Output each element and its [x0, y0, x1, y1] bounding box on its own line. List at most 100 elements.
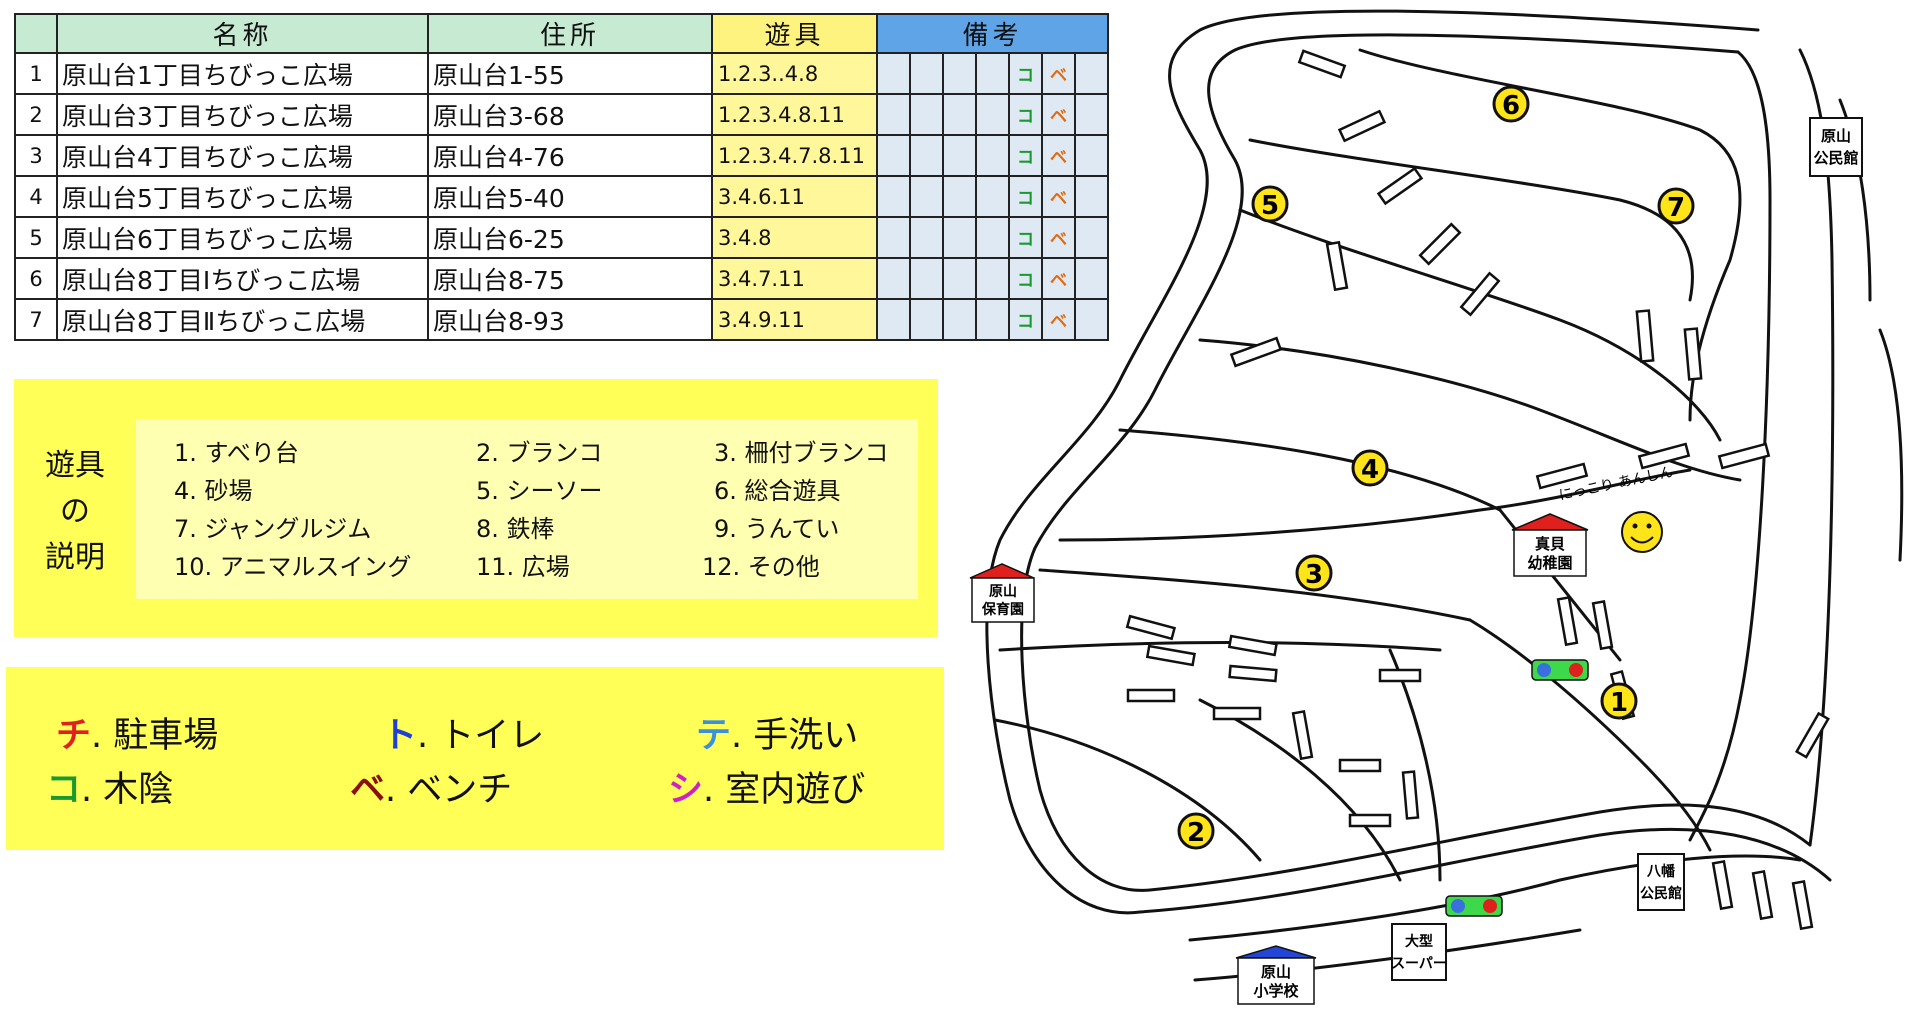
table-header-row: 名称 住所 遊具 備考 — [14, 13, 1109, 54]
park-equipment: 1.2.3.4.7.8.11 — [711, 134, 878, 177]
park-address: 原山台6-25 — [427, 216, 713, 259]
house-block — [1325, 240, 1349, 292]
note-cell: コ — [1008, 93, 1043, 136]
facility-item-handwash: テ. 手洗い — [696, 707, 858, 758]
note-cell — [975, 257, 1010, 300]
svg-text:八幡: 八幡 — [1646, 863, 1676, 880]
road-outer-left-inner — [1020, 33, 1812, 892]
note-cell: コ — [1008, 134, 1043, 177]
note-cell — [1074, 216, 1109, 259]
svg-text:原山: 原山 — [989, 584, 1017, 600]
house-block — [1338, 758, 1382, 773]
legend-title-line: 遊具 — [45, 448, 105, 483]
house-block — [1637, 442, 1691, 470]
note-cell: ベ — [1041, 134, 1076, 177]
road-lower-2 — [1388, 648, 1442, 882]
park-name: 原山台8丁目Ⅱちびっこ広場 — [56, 298, 429, 341]
header-name: 名称 — [56, 13, 429, 54]
note-cell — [942, 93, 977, 136]
note-cell: コ — [1008, 298, 1043, 341]
note-cell: ベ — [1041, 93, 1076, 136]
row-number: 4 — [14, 175, 58, 218]
equipment-item: 12. その他 — [702, 553, 820, 581]
note-cell: コ — [1008, 216, 1043, 259]
svg-text:6: 6 — [1502, 91, 1520, 121]
note-cell — [1074, 175, 1109, 218]
park-equipment: 3.4.9.11 — [711, 298, 878, 341]
equipment-item: 4. 砂場 — [174, 477, 253, 505]
house-block — [1376, 166, 1424, 206]
equipment-item: 10. アニマルスイング — [174, 553, 412, 581]
row-number: 6 — [14, 257, 58, 300]
road-lines — [985, 9, 1904, 982]
park-marker-3: 3 — [1295, 554, 1333, 592]
park-name: 原山台8丁目Ⅰちびっこ広場 — [56, 257, 429, 300]
note-cell — [975, 52, 1010, 95]
park-name: 原山台6丁目ちびっこ広場 — [56, 216, 429, 259]
facility-mark: ト — [382, 716, 418, 756]
park-address: 原山台3-68 — [427, 93, 713, 136]
house-block — [1794, 711, 1830, 759]
note-cell — [876, 216, 911, 259]
road-outer-left — [985, 9, 1832, 915]
facility-item-indoor-play: シ. 室内遊び — [668, 761, 865, 812]
equipment-item: 6. 総合遊具 — [714, 477, 841, 505]
row-number: 3 — [14, 134, 58, 177]
note-cell — [1074, 257, 1109, 300]
facility-mark: チ — [56, 716, 92, 756]
road-mid-6 — [998, 641, 1442, 652]
note-cell — [876, 93, 911, 136]
park-marker-4: 4 — [1351, 449, 1389, 487]
park-equipment: 3.4.7.11 — [711, 257, 878, 300]
house-block — [1401, 770, 1420, 820]
note-cell — [876, 134, 911, 177]
note-cell — [942, 216, 977, 259]
house-block — [1145, 644, 1196, 667]
note-cell — [909, 257, 944, 300]
note-cell: ベ — [1041, 216, 1076, 259]
park-markers: 6 5 7 4 3 1 2 — [1177, 85, 1695, 850]
header-address: 住所 — [427, 13, 713, 54]
equipment-item: 9. うんてい — [714, 515, 840, 543]
park-name: 原山台1丁目ちびっこ広場 — [56, 52, 429, 95]
note-cell — [942, 175, 977, 218]
road-mid-7 — [993, 718, 1262, 862]
road-right-edge — [1878, 328, 1904, 562]
house-block — [1212, 706, 1262, 721]
note-cell — [975, 216, 1010, 259]
supermarket: 大型 スーパー — [1391, 923, 1447, 981]
note-cell — [942, 52, 977, 95]
facility-label: . トイレ — [417, 716, 545, 756]
note-cell — [975, 93, 1010, 136]
park-marker-6: 6 — [1492, 85, 1530, 123]
park-address: 原山台8-93 — [427, 298, 713, 341]
park-marker-5: 5 — [1251, 185, 1289, 223]
equipment-item: 1. すべり台 — [174, 439, 299, 467]
house-block — [1751, 870, 1774, 921]
map-buildings: 原山 保育園 真貝 幼稚園 原山 小学校 原山 公民館 八幡 公民館 大型 — [969, 117, 1863, 1005]
road-mid-2 — [1198, 338, 1742, 482]
house-block — [1459, 271, 1501, 317]
facility-item-shade: コ. 木陰 — [46, 761, 173, 812]
park-equipment: 3.4.8 — [711, 216, 878, 259]
note-cell — [909, 216, 944, 259]
svg-text:1: 1 — [1610, 688, 1628, 718]
note-cell: ベ — [1041, 52, 1076, 95]
park-address: 原山台8-75 — [427, 257, 713, 300]
road-diag — [1468, 618, 1712, 852]
facility-legend: チ. 駐車場 ト. トイレ テ. 手洗い コ. 木陰 ベ. ベンチ シ. 室内遊… — [6, 667, 944, 850]
road-mid-5 — [1038, 568, 1472, 622]
park-address: 原山台4-76 — [427, 134, 713, 177]
hachiman-hall: 八幡 公民館 — [1637, 853, 1685, 911]
svg-text:4: 4 — [1361, 455, 1379, 485]
road-bulge-inner — [1248, 138, 1694, 302]
house-block — [1591, 600, 1614, 651]
